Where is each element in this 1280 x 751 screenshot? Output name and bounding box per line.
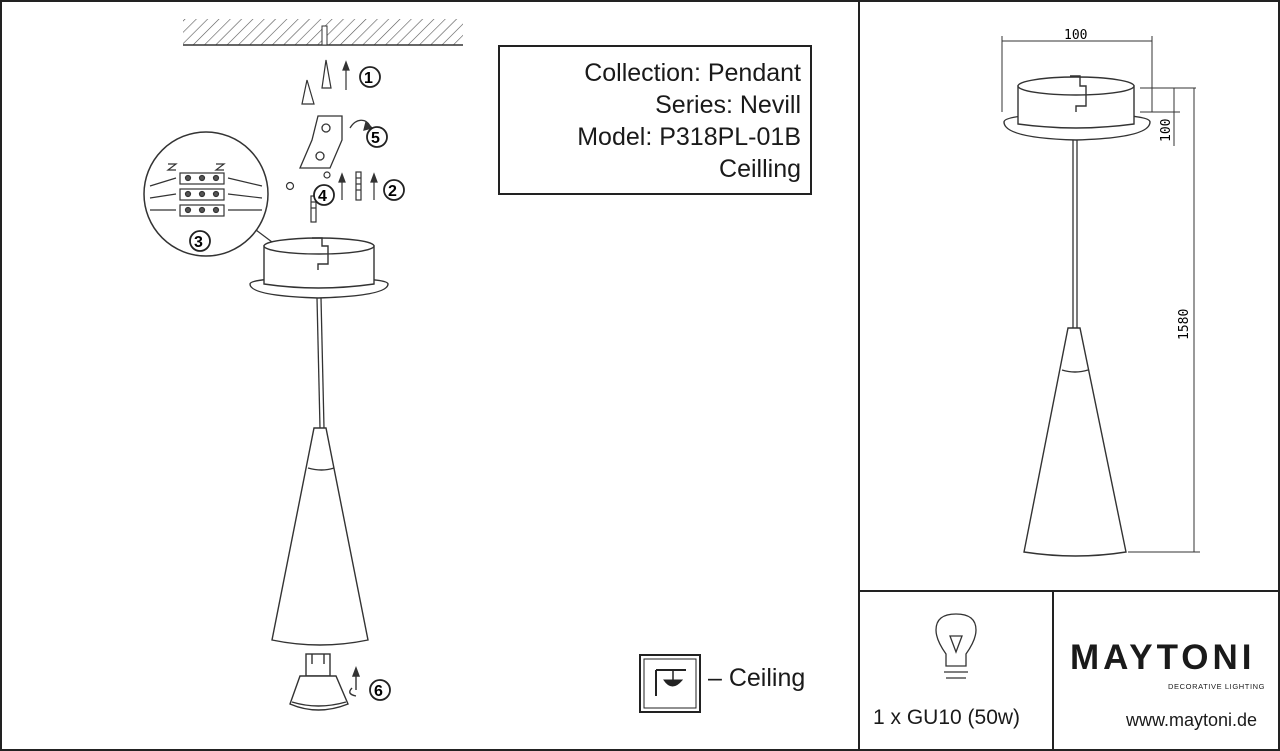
brand-tagline: DECORATIVE LIGHTING: [1168, 682, 1266, 691]
step-4-number: 4: [318, 188, 327, 205]
wall-anchors: [301, 59, 350, 105]
step-3-number: 3: [194, 234, 203, 251]
dimension-drawing: [1001, 36, 1200, 553]
step-3-marker: 3: [189, 230, 211, 252]
canopy-left: [249, 237, 389, 299]
ceiling-legend-label: – Ceiling: [708, 664, 806, 692]
step-6-marker: 6: [369, 679, 391, 701]
model-label: Model: P318PL-01B: [577, 123, 801, 151]
wiring-detail: [143, 131, 273, 257]
dimension-total-height: 1580: [1177, 309, 1192, 340]
mount-label: Ceilling: [719, 155, 801, 183]
collection-label: Collection: Pendant: [584, 59, 801, 87]
cone-shade-left: [271, 427, 369, 646]
mounting-bracket: [299, 115, 374, 169]
step-4-marker: 4: [313, 184, 335, 206]
canopy-right: [1003, 75, 1151, 141]
series-label: Series: Nevill: [655, 91, 801, 119]
pendant-cord-left: [316, 297, 325, 429]
pendant-cord-right: [1072, 140, 1078, 328]
dimension-canopy-height: 100: [1159, 119, 1174, 142]
step-5-marker: 5: [366, 126, 388, 148]
website-link[interactable]: www.maytoni.de: [1126, 710, 1258, 730]
product-info-box: Collection: Pendant Series: Nevill Model…: [498, 45, 812, 195]
bulb-spec: 1 x GU10 (50w): [873, 706, 1021, 729]
brand-logo: MAYTONI: [1070, 638, 1256, 677]
cone-shade-right: [1023, 327, 1127, 557]
step-6-number: 6: [374, 683, 383, 700]
bulb-icon: [935, 613, 977, 679]
step-1-number: 1: [364, 70, 373, 87]
step-5-number: 5: [371, 130, 380, 147]
step-2-number: 2: [388, 183, 397, 200]
dimension-width: 100: [1064, 28, 1087, 43]
step-1-marker: 1: [359, 66, 381, 88]
ceiling-mount-icon: [639, 654, 701, 713]
ceiling-hatch: [183, 19, 463, 46]
gu10-bulb: [289, 653, 361, 711]
step-2-marker: 2: [383, 179, 405, 201]
